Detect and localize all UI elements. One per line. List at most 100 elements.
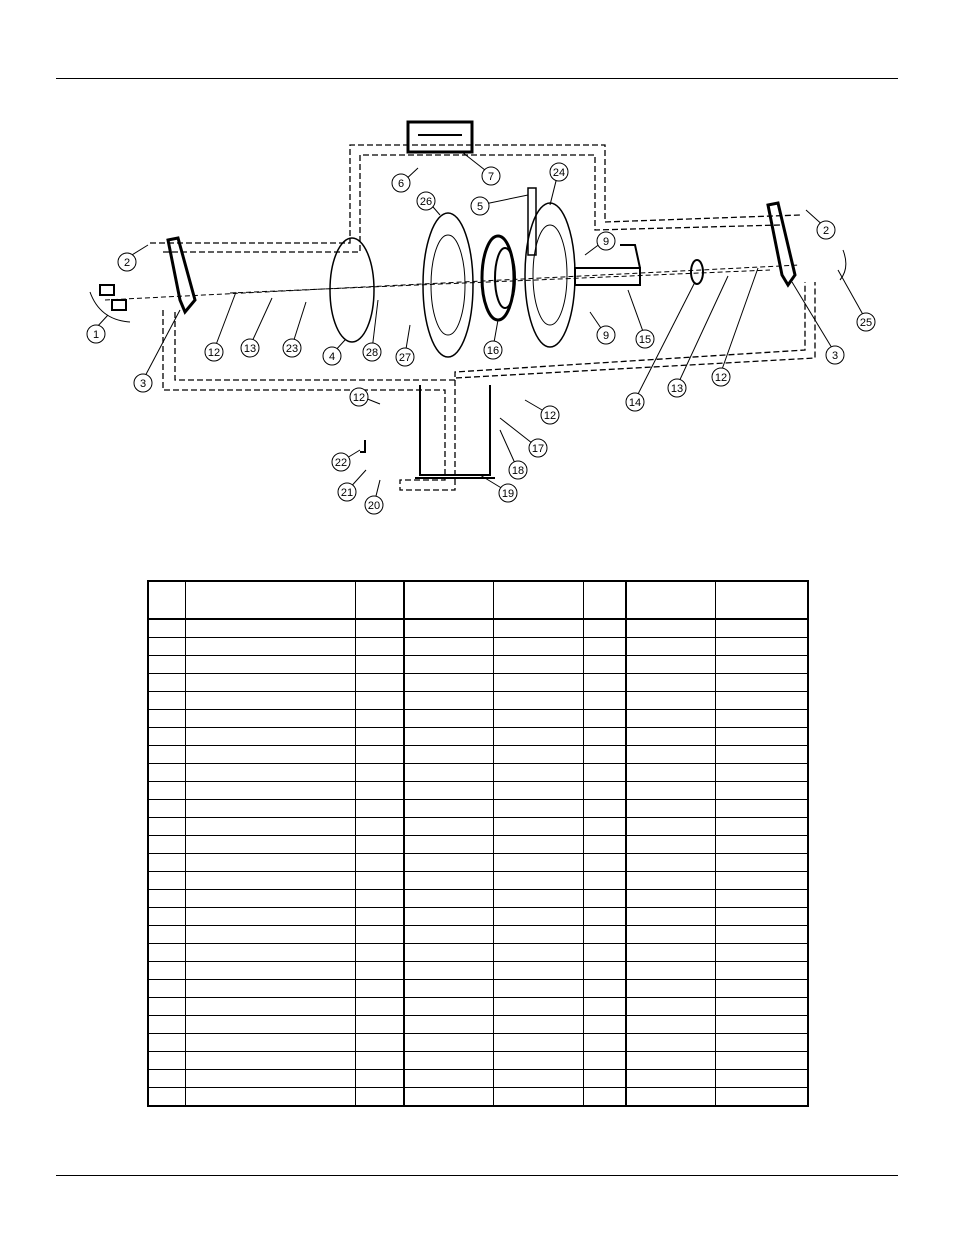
axis-dashed-line-2	[229, 269, 771, 294]
table-cell	[714, 853, 809, 872]
table-cell	[625, 1015, 716, 1034]
callout-15: 15	[635, 329, 655, 349]
table-cell	[147, 925, 186, 944]
fitting-1b	[111, 299, 127, 311]
table-cell	[582, 1033, 627, 1052]
table-cell	[625, 619, 716, 638]
table-row	[147, 1087, 809, 1107]
callout-9-top: 9	[596, 231, 616, 251]
table-cell	[714, 799, 809, 818]
table-cell	[403, 619, 494, 638]
table-cell	[625, 691, 716, 710]
callout-5: 5	[470, 196, 490, 216]
parts-list-table	[147, 580, 809, 1107]
table-cell	[714, 835, 809, 854]
table-cell	[354, 1015, 405, 1034]
table-cell	[582, 637, 627, 656]
table-cell	[714, 727, 809, 746]
table-row	[147, 1051, 809, 1070]
table-cell	[184, 979, 356, 998]
table-cell	[492, 655, 584, 674]
table-cell	[184, 1033, 356, 1052]
table-cell	[492, 1051, 584, 1070]
table-cell	[582, 673, 627, 692]
callout-4: 4	[322, 346, 342, 366]
bearing-14	[690, 259, 704, 285]
table-cell	[354, 727, 405, 746]
table-cell	[714, 943, 809, 962]
table-cell	[714, 655, 809, 674]
table-cell	[625, 943, 716, 962]
table-cell	[184, 781, 356, 800]
table-row	[147, 655, 809, 674]
table-cell	[354, 925, 405, 944]
table-cell	[354, 961, 405, 980]
table-cell	[492, 853, 584, 872]
table-cell	[354, 781, 405, 800]
table-cell	[354, 1087, 405, 1107]
table-cell	[492, 637, 584, 656]
table-cell	[582, 745, 627, 764]
right-crank-arm	[766, 201, 797, 288]
table-cell	[403, 961, 494, 980]
table-cell	[184, 691, 356, 710]
table-cell	[714, 781, 809, 800]
svg-text:19: 19	[502, 488, 514, 500]
table-cell	[147, 997, 186, 1016]
table-cell	[625, 637, 716, 656]
table-cell	[403, 943, 494, 962]
table-cell	[403, 997, 494, 1016]
svg-text:26: 26	[420, 196, 432, 208]
table-cell	[147, 745, 186, 764]
table-cell	[354, 979, 405, 998]
table-cell	[625, 1051, 716, 1070]
table-cell	[625, 835, 716, 854]
table-cell	[625, 961, 716, 980]
table-cell	[582, 907, 627, 926]
svg-text:21: 21	[341, 487, 353, 499]
table-cell	[184, 1069, 356, 1088]
svg-text:13: 13	[671, 383, 683, 395]
table-cell	[354, 871, 405, 890]
table-cell	[403, 637, 494, 656]
table-cell	[184, 997, 356, 1016]
table-cell	[492, 691, 584, 710]
table-cell	[184, 673, 356, 692]
table-cell	[184, 799, 356, 818]
table-cell	[492, 763, 584, 782]
table-cell	[403, 871, 494, 890]
callout-12-right: 12	[711, 367, 731, 387]
table-row	[147, 1015, 809, 1034]
svg-text:4: 4	[329, 351, 335, 363]
table-row	[147, 997, 809, 1016]
table-cell	[582, 943, 627, 962]
table-cell	[354, 943, 405, 962]
table-row	[147, 799, 809, 818]
table-row	[147, 907, 809, 926]
table-cell	[582, 691, 627, 710]
callout-21: 21	[337, 482, 357, 502]
table-row	[147, 673, 809, 692]
table-cell	[403, 1015, 494, 1034]
stand-frame-19	[415, 385, 495, 479]
table-cell	[625, 817, 716, 836]
table-cell	[354, 817, 405, 836]
table-row	[147, 637, 809, 656]
table-cell	[714, 1087, 809, 1107]
table-cell	[582, 889, 627, 908]
table-cell	[403, 727, 494, 746]
table-cell	[492, 709, 584, 728]
table-cell	[403, 745, 494, 764]
table-cell	[403, 889, 494, 908]
table-cell	[354, 1051, 405, 1070]
latch-pin-5	[527, 187, 537, 256]
table-cell	[714, 637, 809, 656]
svg-text:12: 12	[544, 410, 556, 422]
table-cell	[625, 871, 716, 890]
svg-text:13: 13	[244, 343, 256, 355]
table-cell	[714, 997, 809, 1016]
callout-16: 16	[483, 340, 503, 360]
table-cell	[714, 907, 809, 926]
carry-handle-7	[406, 120, 474, 154]
table-cell	[582, 655, 627, 674]
